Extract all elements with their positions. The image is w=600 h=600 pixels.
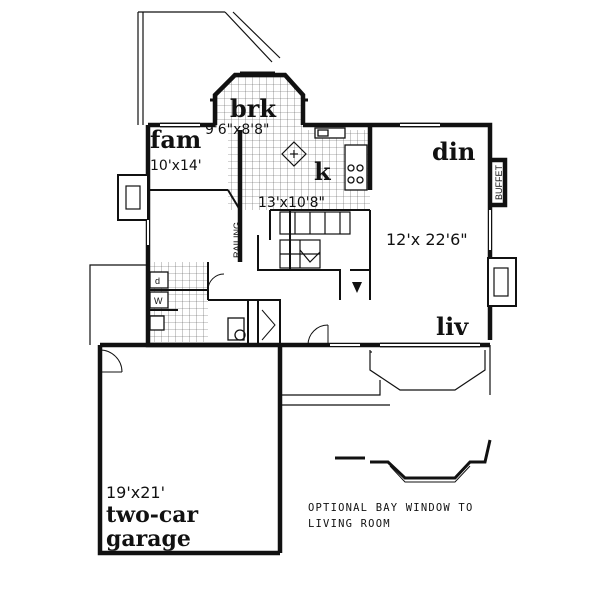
kitchen-island [281, 141, 307, 167]
dining-name: din [432, 137, 475, 166]
living-size: 12'x 22'6" [386, 230, 468, 249]
porch-outline [89, 264, 491, 406]
living-fireplace [487, 257, 517, 307]
laundry-appliances [149, 271, 246, 341]
breakfast-size: 9'6"x8'8" [205, 122, 270, 138]
garage-name-line2: garage [106, 526, 191, 552]
optional-bay-window-thin [389, 465, 471, 483]
window-sills [160, 122, 480, 348]
door-swings [99, 273, 329, 373]
optional-bay-window-note: OPTIONAL BAY WINDOW TO LIVING ROOM [308, 500, 538, 532]
buffet-label: BUFFET [494, 164, 504, 200]
deck-outline [137, 11, 281, 125]
dryer-label: d [155, 276, 160, 286]
family-size: 10'x14' [150, 158, 202, 174]
kitchen-size: 13'x10'8" [258, 195, 325, 211]
stairs [279, 211, 351, 269]
optional-bay-window-sketch [335, 439, 492, 480]
kitchen-counters [314, 127, 368, 191]
living-name: liv [436, 312, 469, 341]
washer-label: W [154, 296, 163, 306]
windows [147, 124, 491, 346]
railing-label: RAILING [232, 222, 242, 258]
family-name: fam [150, 125, 201, 154]
down-arrow-icon [352, 282, 362, 293]
breakfast-bay-details [210, 71, 308, 102]
breakfast-name: brk [230, 94, 277, 123]
family-fireplace [117, 174, 149, 221]
garage-size: 19'x21' [106, 483, 165, 502]
note-line-2: LIVING ROOM [308, 518, 391, 530]
garage-name-line1: two-car [106, 502, 199, 528]
note-line-1: OPTIONAL BAY WINDOW TO [308, 502, 474, 514]
kitchen-name: k [314, 157, 332, 186]
